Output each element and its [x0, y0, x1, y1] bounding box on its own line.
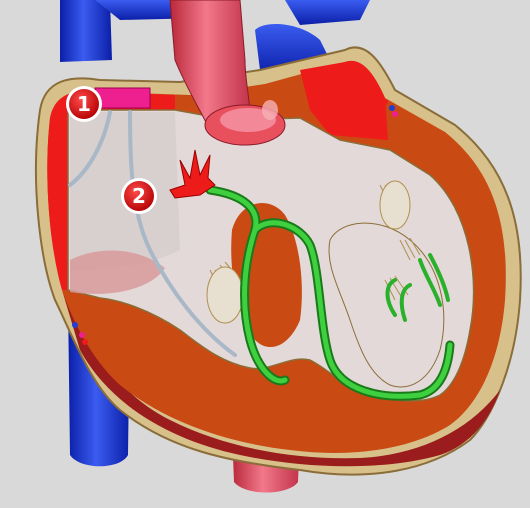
- marker-1[interactable]: 1: [66, 86, 102, 122]
- marker-1-label: 1: [77, 92, 91, 116]
- papillary-muscle-right: [207, 267, 243, 323]
- marker-2-label: 2: [132, 184, 146, 208]
- marker-2[interactable]: 2: [121, 178, 157, 214]
- sa-node-link: [95, 88, 150, 108]
- papillary-muscle-left: [380, 181, 410, 229]
